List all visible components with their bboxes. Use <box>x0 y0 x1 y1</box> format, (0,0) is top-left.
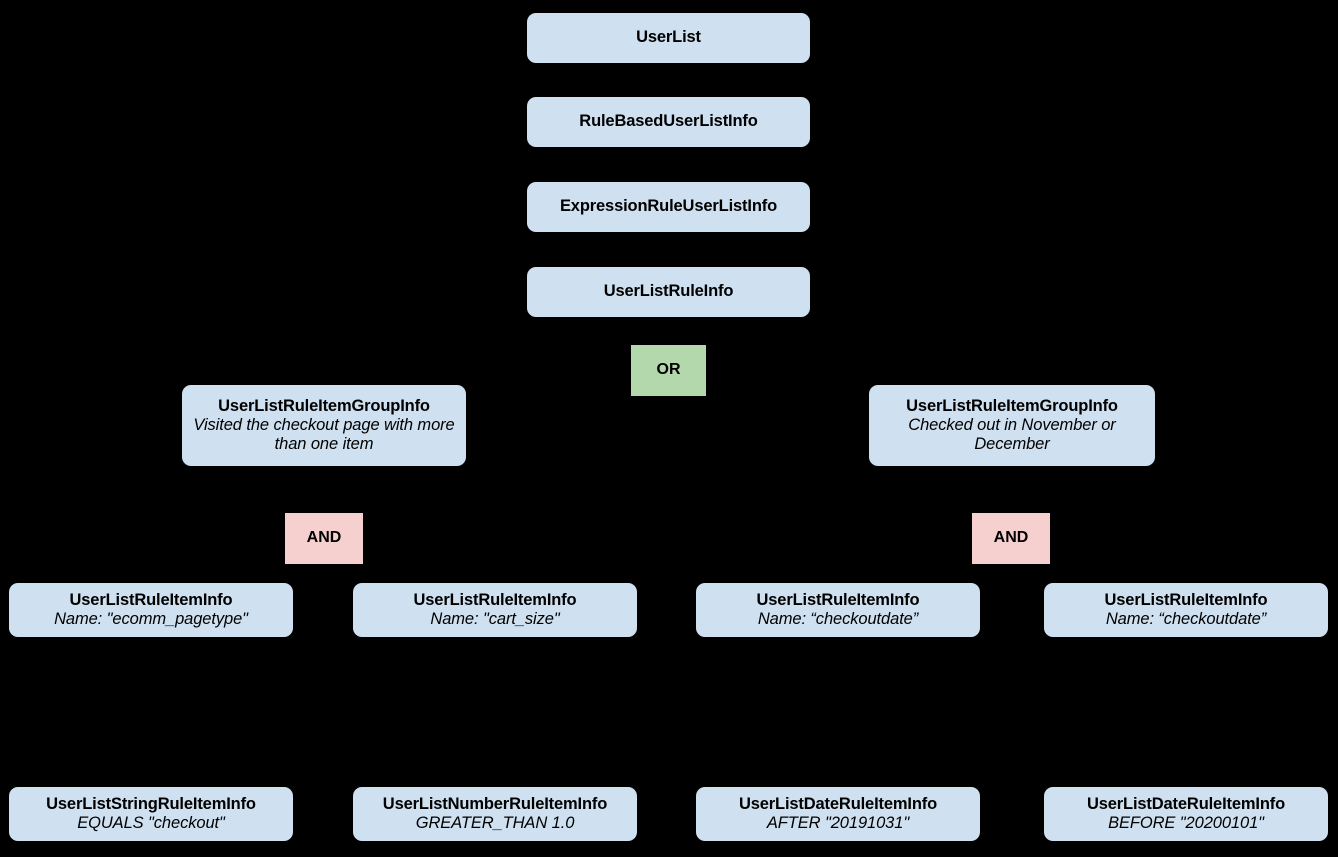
edge-and-operator-left-to-rule-item-cart-size <box>323 563 496 584</box>
node-subtitle: Checked out in November or December <box>908 415 1116 454</box>
node-title: UserListRuleInfo <box>603 282 734 301</box>
node-title: ExpressionRuleUserListInfo <box>559 197 778 216</box>
node-subtitle: Visited the checkout page with more than… <box>193 415 455 454</box>
node-title: UserListDateRuleItemInfo <box>1086 794 1286 813</box>
edge-and-operator-left-to-rule-item-ecomm-pagetype <box>150 563 325 584</box>
node-subtitle: AFTER "20191031" <box>766 814 910 832</box>
node-title: AND <box>306 529 342 547</box>
edge-and-operator-right-to-rule-item-checkoutdate-after <box>837 563 1012 584</box>
node-and-operator-left[interactable]: AND <box>285 513 363 564</box>
node-title: OR <box>656 361 681 379</box>
node-title: UserListRuleItemInfo <box>756 590 920 609</box>
node-title: UserListRuleItemGroupInfo <box>218 396 430 415</box>
node-and-operator-right[interactable]: AND <box>972 513 1050 564</box>
node-title: AND <box>993 529 1029 547</box>
node-subtitle: Name: “checkoutdate” <box>1105 610 1267 628</box>
node-title: UserList <box>636 28 701 47</box>
node-title: UserListStringRuleItemInfo <box>46 794 256 813</box>
node-title: UserListDateRuleItemInfo <box>738 794 938 813</box>
node-subtitle: Name: "ecomm_pagetype" <box>54 610 248 628</box>
node-rule-based-user-list-info[interactable]: RuleBasedUserListInfo <box>527 97 810 147</box>
node-subtitle: BEFORE "20200101" <box>1108 814 1264 832</box>
node-user-list-rule-info[interactable]: UserListRuleInfo <box>527 267 810 317</box>
node-title: UserListRuleItemInfo <box>1104 590 1268 609</box>
node-subtitle: GREATER_THAN 1.0 <box>415 814 575 832</box>
node-title: UserListRuleItemInfo <box>69 590 233 609</box>
edge-and-operator-right-to-rule-item-checkoutdate-before <box>1010 563 1187 584</box>
node-title: RuleBasedUserListInfo <box>579 112 758 131</box>
node-title: UserListRuleItemInfo <box>413 590 577 609</box>
node-title: UserListNumberRuleItemInfo <box>382 794 608 813</box>
node-subtitle: Name: “checkoutdate” <box>757 610 919 628</box>
edge-group-info-right-to-and-operator-right <box>1010 465 1013 514</box>
node-subtitle: EQUALS "checkout" <box>77 814 225 832</box>
node-subtitle: Name: "cart_size" <box>430 610 560 628</box>
node-or-operator[interactable]: OR <box>631 345 706 396</box>
node-expression-rule-user-list-info[interactable]: ExpressionRuleUserListInfo <box>527 182 810 232</box>
node-user-list[interactable]: UserList <box>527 13 810 63</box>
node-title: UserListRuleItemGroupInfo <box>906 396 1118 415</box>
